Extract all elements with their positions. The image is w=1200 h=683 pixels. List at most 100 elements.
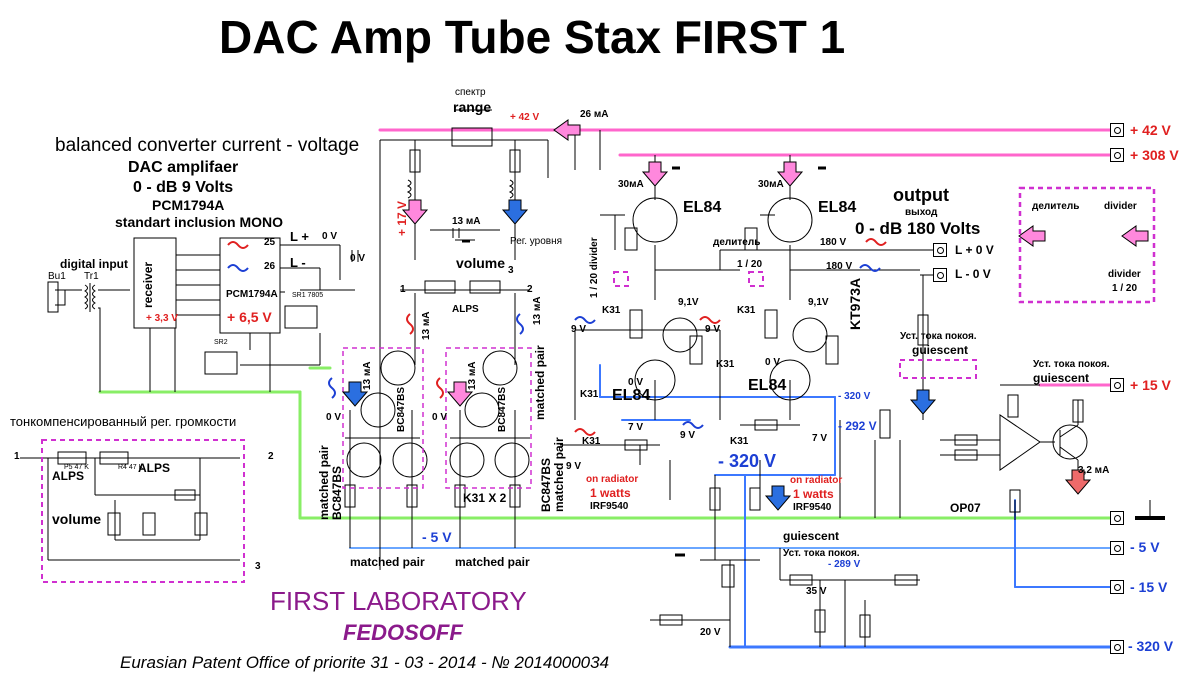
ma13-right: 13 мА: [532, 296, 543, 325]
out-l-plus: L + 0 V: [955, 243, 994, 257]
ma13-top: 13 мА: [452, 216, 481, 227]
zero-v-a: 0 V: [322, 231, 338, 242]
rail-minus320-terminal[interactable]: [1110, 640, 1124, 654]
dac-level-label: 0 - dB 9 Volts: [133, 179, 234, 196]
el84-top-left: EL84: [683, 199, 722, 216]
guiescent-right: guiescent: [1033, 371, 1090, 385]
zero-v-left: 0 V: [326, 412, 342, 423]
op07-label: OP07: [950, 501, 981, 515]
kt973a-label: KT973A: [847, 277, 863, 330]
rail-plus308-terminal[interactable]: [1110, 148, 1124, 162]
matched-pair-right: matched pair: [533, 345, 547, 420]
page-title: DAC Amp Tube Stax FIRST 1: [219, 11, 846, 63]
p5-label: P5 47 K: [64, 464, 89, 471]
left-transistor-box: [342, 347, 424, 489]
mode-label: standart inclusion MONO: [115, 214, 284, 230]
dashed-boxes: [41, 186, 1156, 583]
matched-pair-left: matched pair BC847BS: [317, 445, 344, 520]
el84-top-right: EL84: [818, 199, 857, 216]
v9-c: 9 V: [680, 430, 696, 441]
divider-box: [1018, 186, 1156, 304]
k31-f: K31: [730, 436, 749, 447]
v180-a: 180 V: [820, 237, 847, 248]
ma26-label: 26 мА: [580, 109, 609, 120]
minus-5-center: - 5 V: [422, 529, 452, 545]
k31x2-label: K31 X 2: [463, 491, 507, 505]
v9-a: 9 V: [571, 324, 587, 335]
alps-label-box-a: ALPS: [52, 469, 85, 483]
rail-minus5-label: - 5 V: [1130, 539, 1160, 555]
k31-e: K31: [582, 436, 601, 447]
divider-box-ratio: 1 / 20: [1112, 283, 1138, 294]
out-l-minus: L - 0 V: [955, 267, 991, 281]
footer-patent: Eurasian Patent Office of priorite 31 - …: [120, 653, 610, 672]
irf-right: IRF9540: [793, 502, 832, 513]
range-label: range: [453, 99, 492, 115]
output-title: output: [893, 185, 949, 205]
plus-33-label: + 3,3 V: [146, 313, 178, 324]
sr2-label: SR2: [214, 339, 228, 346]
plus-65-label: + 6,5 V: [227, 309, 272, 325]
right-transistor-box: [445, 347, 532, 489]
node1-center: 1: [400, 284, 406, 295]
rail-plus15-terminal[interactable]: [1110, 378, 1124, 392]
v9-d: 9 V: [566, 461, 582, 472]
arrow-reg: [502, 199, 528, 225]
quiescent-box: [899, 359, 977, 379]
node2-box: 2: [268, 451, 274, 462]
watts-right: 1 watts: [793, 487, 834, 501]
ust-mid: Уст. тока покоя.: [783, 548, 860, 559]
arrow-divider-out: [1121, 225, 1149, 247]
v9-b: 9 V: [705, 324, 721, 335]
k31-d: K31: [580, 389, 599, 400]
bc847-right: BC847BS: [497, 386, 508, 432]
v0-right: 0 V: [765, 357, 781, 368]
minus-320-a: - 320 V: [838, 391, 871, 402]
divider-marker-l: [613, 271, 629, 287]
node1-box: 1: [14, 451, 20, 462]
k31-a: K31: [602, 305, 621, 316]
bc847-bottom: BC847BS matched pair: [539, 437, 566, 512]
el84-bottom-right: EL84: [748, 377, 787, 394]
minus-289: - 289 V: [828, 559, 861, 570]
alps-label-center: ALPS: [452, 304, 479, 315]
out-l-minus-terminal[interactable]: [933, 268, 947, 282]
arrow-on-radiator: [765, 485, 791, 511]
out-l-plus-terminal[interactable]: [933, 243, 947, 257]
ust-right: Уст. тока покоя.: [1033, 359, 1110, 370]
minus-292: - 292 V: [838, 419, 877, 433]
rail-plus42-terminal[interactable]: [1110, 123, 1124, 137]
volume-box: [41, 439, 245, 583]
wiring: [20, 109, 1165, 647]
zero-v-right: 0 V: [432, 412, 448, 423]
transistor-symbols: [346, 166, 828, 557]
on-radiator-right: on radiator: [790, 475, 843, 486]
divider-box-divider-2: divider: [1108, 269, 1141, 280]
matched-pair-bottom-left: matched pair: [350, 555, 425, 569]
output-level: 0 - dB 180 Volts: [855, 219, 981, 238]
on-radiator-left: on radiator: [586, 474, 639, 485]
v7-left: 7 V: [628, 422, 644, 433]
ma13-t1: 13 мА: [362, 361, 373, 390]
rail-minus15-terminal[interactable]: [1110, 580, 1124, 594]
plus-17-label: + 17 V: [395, 200, 409, 236]
el84-bottom-left: EL84: [612, 387, 651, 404]
l-minus-label: L -: [290, 255, 306, 270]
bc847-left: BC847BS: [396, 386, 407, 432]
minus-320-big: - 320 V: [718, 451, 777, 471]
v91-left: 9,1V: [678, 297, 699, 308]
sr1-label: SR1 7805: [292, 292, 324, 299]
alps-label-box-b: ALPS: [138, 461, 171, 475]
rail-ground-terminal[interactable]: [1110, 511, 1124, 525]
arrow-ma30-l: [642, 161, 668, 187]
node2-center: 2: [527, 284, 533, 295]
v7-right: 7 V: [812, 433, 828, 444]
v0-left: 0 V: [628, 377, 644, 388]
rail-minus320-label: - 320 V: [1128, 638, 1174, 654]
ma13-left: 13 мА: [421, 311, 432, 340]
divider-box-delitel: делитель: [1032, 201, 1080, 212]
rail-minus5-terminal[interactable]: [1110, 541, 1124, 555]
v91-right: 9,1V: [808, 297, 829, 308]
delitel-label: делитель: [713, 237, 761, 248]
